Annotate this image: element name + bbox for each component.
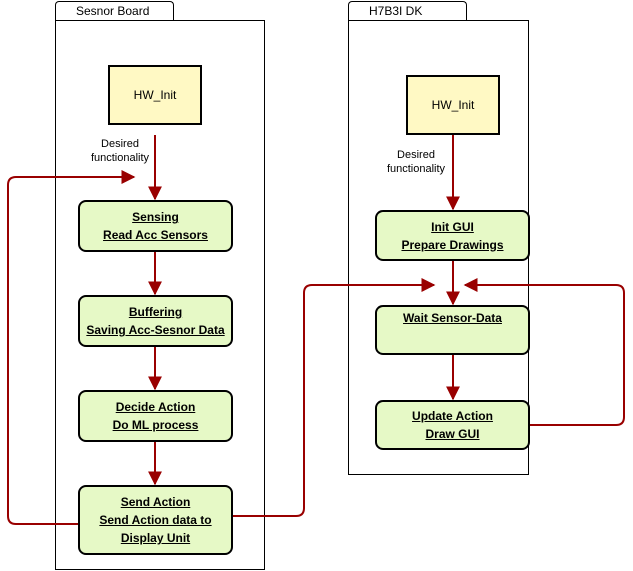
sensing-title: Sensing — [132, 210, 179, 224]
wait-sensor-data-title: Wait Sensor-Data — [403, 311, 502, 325]
update-action-title: Update Action — [412, 409, 493, 423]
sensor-desired-note: Desired functionality — [90, 138, 150, 164]
arrow-send-loop-back — [7, 170, 136, 525]
send-action-detail-1: Send Action data to — [99, 513, 212, 527]
update-action-detail: Draw GUI — [425, 427, 480, 441]
init-gui-title: Init GUI — [431, 219, 474, 234]
buffering-node: Buffering Saving Acc-Sesnor Data — [78, 295, 233, 347]
dk-desired-note: Desired functionality — [386, 149, 446, 175]
sensor-board-lane-title: Sesnor Board — [55, 1, 174, 21]
arrow-update-loop-back — [463, 278, 625, 426]
buffering-detail: Saving Acc-Sesnor Data — [86, 323, 225, 337]
decide-action-title: Decide Action — [115, 400, 196, 414]
buffering-title: Buffering — [128, 305, 183, 319]
send-action-node: Send Action Send Action data to Display … — [78, 485, 233, 555]
dk-hw-init-label: HW_Init — [431, 98, 475, 112]
send-action-detail-2: Display Unit — [120, 531, 191, 545]
init-gui-detail: Prepare Drawings — [401, 237, 504, 252]
decide-action-detail: Do ML process — [112, 418, 199, 432]
dk-hw-init-node: HW_Init — [406, 75, 500, 135]
update-action-node: Update Action Draw GUI — [375, 400, 530, 450]
sensing-node: Sensing Read Acc Sensors — [78, 200, 233, 252]
send-action-title: Send Action — [120, 495, 191, 509]
arrow-send-to-display — [233, 278, 436, 517]
dk-lane-title: H7B3I DK — [348, 1, 467, 21]
init-gui-node: Init GUI Prepare Drawings — [375, 210, 530, 261]
sensor-hw-init-label: HW_Init — [133, 88, 177, 102]
sensor-hw-init-node: HW_Init — [108, 65, 202, 125]
wait-sensor-data-node: Wait Sensor-Data — [375, 305, 530, 355]
sensing-detail: Read Acc Sensors — [103, 228, 208, 242]
decide-action-node: Decide Action Do ML process — [78, 390, 233, 442]
